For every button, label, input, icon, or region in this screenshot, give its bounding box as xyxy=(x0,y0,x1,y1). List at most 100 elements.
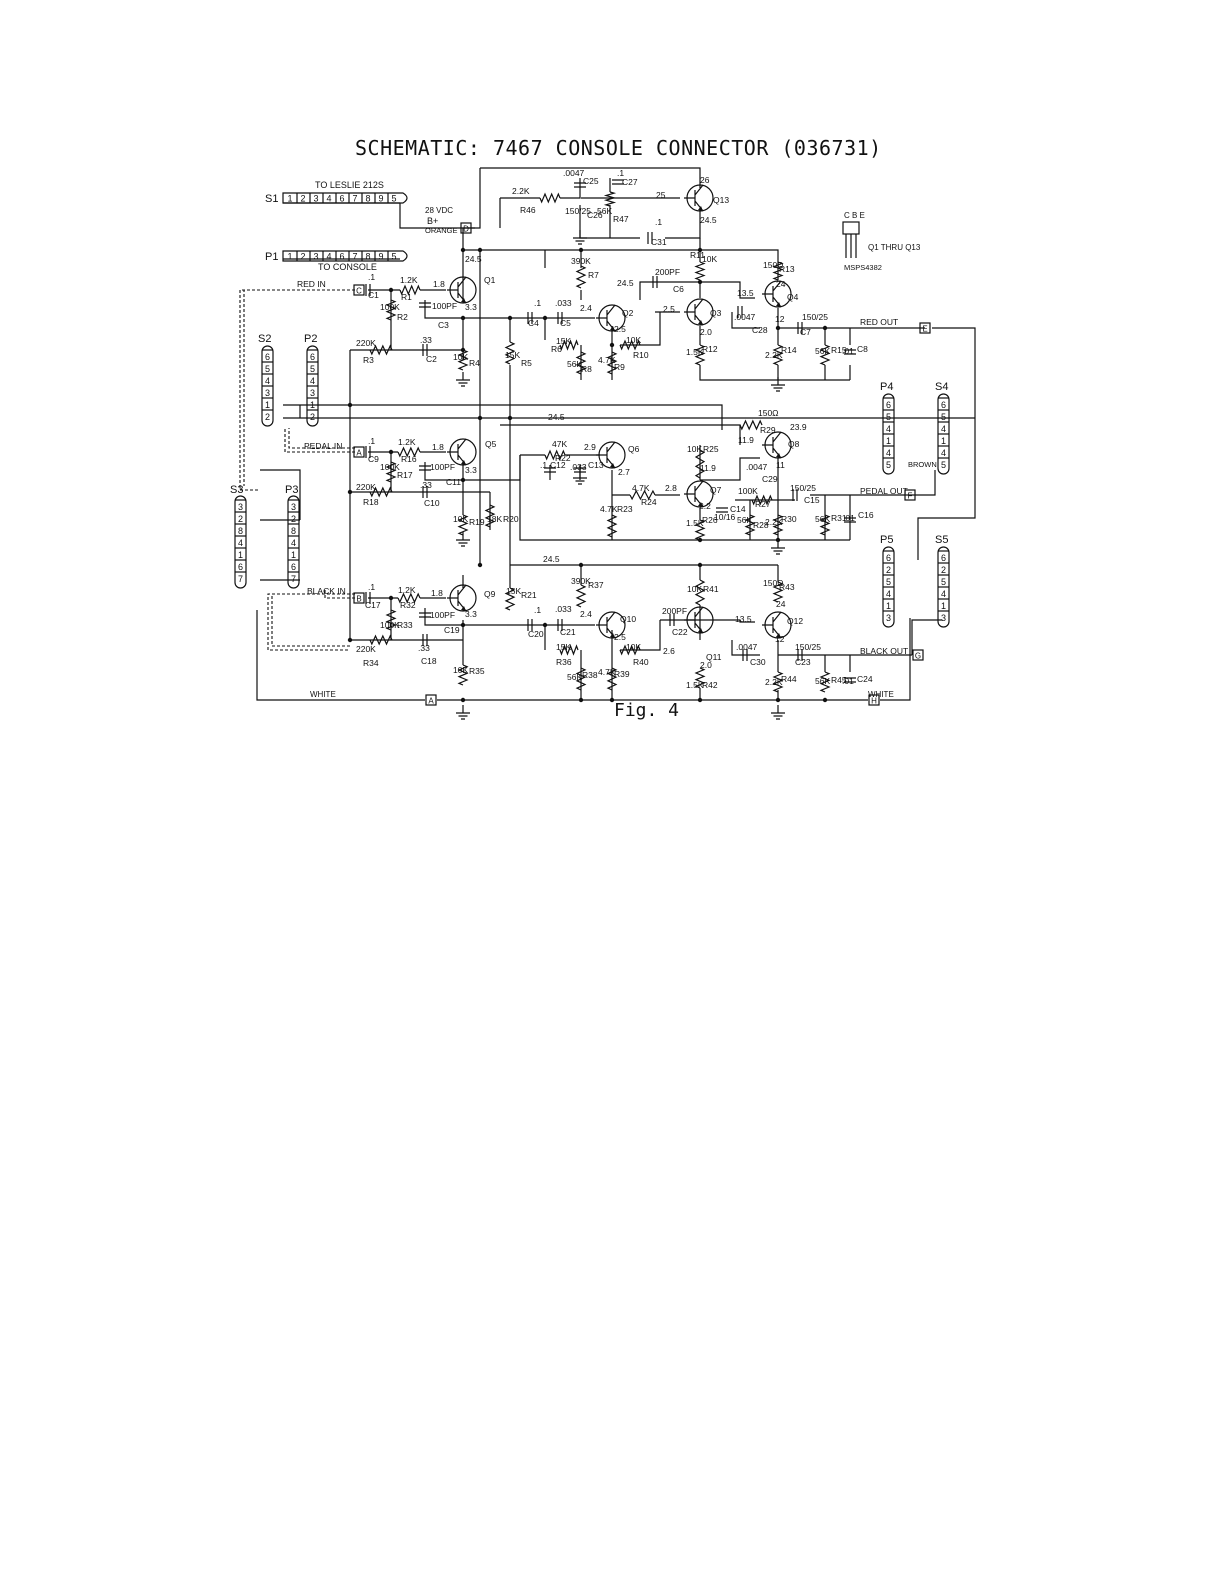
connector-s2-pin: 5 xyxy=(265,364,270,374)
transistor-leads xyxy=(684,606,704,634)
connector-p3 xyxy=(287,495,300,589)
transistor-leads xyxy=(684,480,704,508)
connector-s2-pin: 1 xyxy=(265,400,270,410)
connector-s4-pin: 6 xyxy=(941,400,946,410)
connector-s5-pin: 2 xyxy=(941,565,946,575)
component-label: 150Ω xyxy=(763,260,784,270)
component-label: R35 xyxy=(469,666,485,676)
connector-s1-pin: 8 xyxy=(365,194,370,204)
resistor xyxy=(504,587,516,611)
connector-s1-pin: 7 xyxy=(352,194,357,204)
connector-p1-pin: 2 xyxy=(300,252,305,262)
junction-dot xyxy=(697,247,703,253)
junction-dot xyxy=(347,637,353,643)
connector-s3-pin: 2 xyxy=(238,514,243,524)
component-label: 18K xyxy=(487,514,502,524)
resistor xyxy=(694,449,706,479)
component-label: 3.3 xyxy=(465,465,477,475)
component-label: C24 xyxy=(857,674,873,684)
component-label: 390K xyxy=(571,576,591,586)
component-label: R11 xyxy=(690,250,705,260)
component-label: 150/25 xyxy=(795,642,821,652)
junction-dot xyxy=(697,279,703,285)
component-label: C14 xyxy=(730,504,746,514)
component-label: 220K xyxy=(356,482,376,492)
emitter-arrow-icon xyxy=(461,460,466,465)
connector-s3-pin: 7 xyxy=(238,574,243,584)
white-in-label: WHITE xyxy=(310,690,336,699)
junction-dot xyxy=(507,315,513,321)
junction-dot xyxy=(542,622,548,628)
white-out-label: WHITE xyxy=(868,690,894,699)
brown-label: BROWN xyxy=(908,460,937,469)
component-label: Q4 xyxy=(787,292,799,302)
capacitor xyxy=(419,302,431,308)
transistor-leads xyxy=(762,431,782,459)
component-label: C8 xyxy=(857,344,868,354)
resistor xyxy=(606,514,618,538)
component-label: 100PF xyxy=(430,610,455,620)
resistor xyxy=(606,667,618,691)
component-label: Q9 xyxy=(484,589,496,599)
junction-dot xyxy=(460,315,466,321)
connector-p4-pin: 4 xyxy=(886,424,891,434)
component-label: C5 xyxy=(560,318,571,328)
red-in-label: RED IN xyxy=(297,279,326,289)
component-label: 2.9 xyxy=(584,442,596,452)
capacitor xyxy=(797,649,803,661)
resistor xyxy=(744,514,756,536)
component-label: 4.7K xyxy=(632,483,650,493)
connector-p2-pin: 1 xyxy=(310,400,315,410)
resistor xyxy=(575,265,587,289)
terminal-power xyxy=(460,222,472,234)
component-label: 150/25 xyxy=(565,206,591,216)
resistor xyxy=(457,349,469,371)
component-label: R28 xyxy=(753,520,769,530)
connector-p4-pin: 5 xyxy=(886,412,891,422)
junction-dot xyxy=(775,537,781,543)
connector-s1-pin: 3 xyxy=(313,194,318,204)
resistor xyxy=(539,192,561,204)
junction-dot xyxy=(477,247,483,253)
junction-dot xyxy=(578,562,584,568)
component-label: R14 xyxy=(781,345,797,355)
component-label: 10K xyxy=(453,665,468,675)
junction-dot xyxy=(822,697,828,703)
resistor xyxy=(457,664,469,686)
junction-dot xyxy=(347,489,353,495)
to-leslie-label: TO LESLIE 212S xyxy=(315,180,384,190)
component-label: R7 xyxy=(588,270,599,280)
junction-dot xyxy=(477,562,483,568)
junction-dot xyxy=(460,247,466,253)
junction-dot xyxy=(822,325,828,331)
component-label: 23.9 xyxy=(790,422,807,432)
capacitor xyxy=(669,614,675,626)
resistor xyxy=(772,344,784,366)
capacitor xyxy=(365,592,371,604)
component-label: 2.2K xyxy=(512,186,530,196)
component-label: 2.2K xyxy=(765,677,783,687)
black-in-label: BLACK IN xyxy=(307,586,346,596)
capacitor xyxy=(844,349,856,355)
resistor xyxy=(694,667,706,689)
component-label: R42 xyxy=(702,680,718,690)
component-label: C2 xyxy=(426,354,437,364)
component-label: 1.8 xyxy=(432,442,444,452)
component-label: 1.5K xyxy=(686,347,704,357)
resistor xyxy=(819,671,831,693)
component-label: 2.6 xyxy=(663,646,675,656)
ground-icon xyxy=(573,230,587,245)
junction-dot xyxy=(697,537,703,543)
connector-s4-pin: 1 xyxy=(941,436,946,446)
component-label: 26 xyxy=(700,175,710,185)
resistor xyxy=(694,344,706,366)
resistor xyxy=(397,592,421,604)
connector-s3-pin: 8 xyxy=(238,526,243,536)
component-label: 100K xyxy=(380,302,400,312)
component-label: 10K xyxy=(687,444,702,454)
junction-dot xyxy=(460,697,466,703)
component-label: 2.7 xyxy=(618,467,630,477)
capacitor xyxy=(797,322,803,334)
component-label: 13.5 xyxy=(735,614,752,624)
